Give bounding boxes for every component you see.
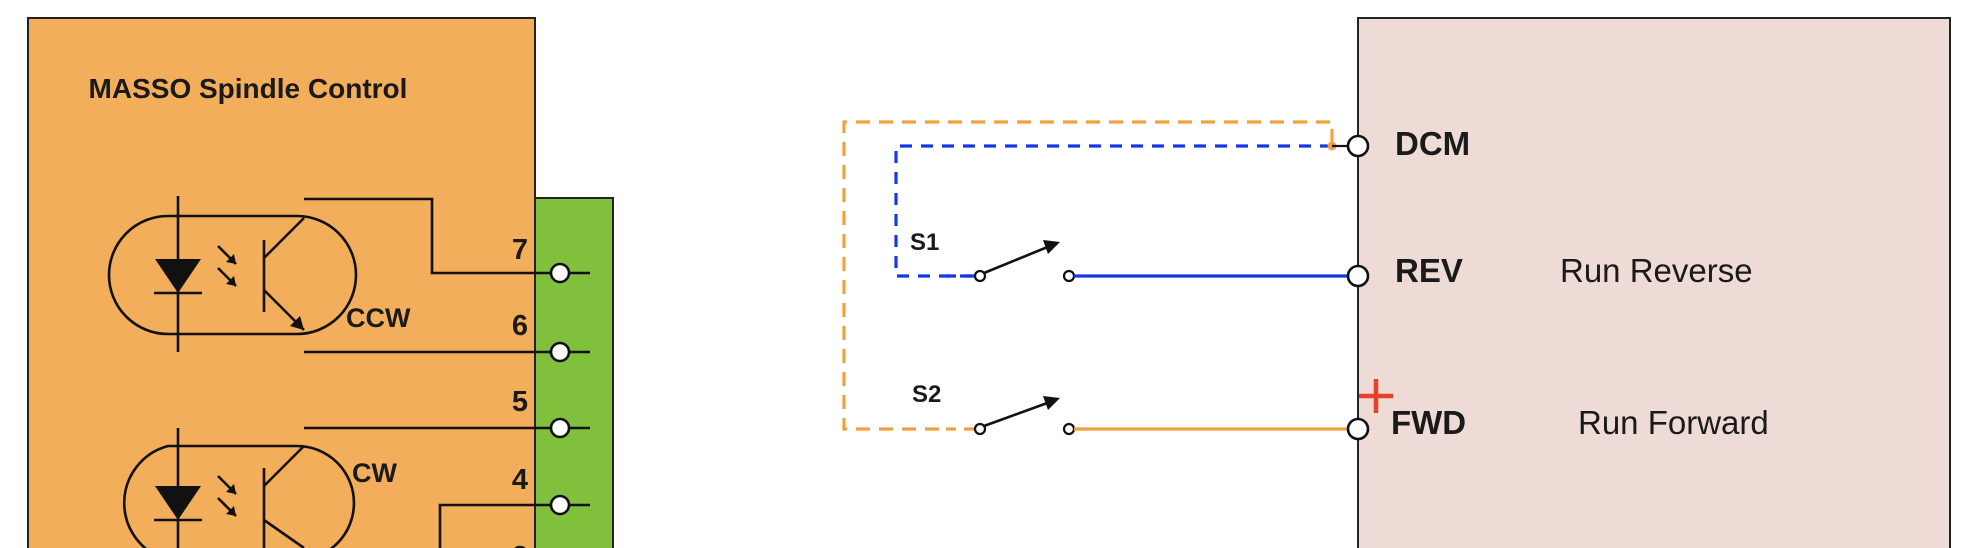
switch-s2 (946, 396, 1076, 436)
pin-7-label: 7 (512, 234, 528, 266)
dcm-label: DCM (1395, 125, 1470, 162)
ccw-label: CCW (346, 303, 411, 333)
rev-label: REV (1395, 252, 1463, 289)
controller-panel: MASSO Spindle Control CCW (27, 17, 614, 548)
pin-4-terminal (549, 494, 571, 516)
terminal-block (534, 197, 614, 548)
run-reverse-label: Run Reverse (1560, 252, 1753, 289)
switch-wiring: S1 S2 (842, 120, 1348, 436)
fwd-terminal (1346, 417, 1370, 441)
pin-5-label: 5 (512, 386, 528, 418)
pin-4-label: 4 (512, 464, 528, 496)
dcm-terminal (1346, 134, 1370, 158)
wire-pin-4 (438, 503, 559, 548)
pin-7-terminal (549, 262, 571, 284)
switch-s1-label: S1 (910, 229, 939, 256)
wire-pin-7 (304, 197, 559, 275)
optocoupler-ccw (107, 196, 358, 352)
led-icon (155, 259, 201, 293)
run-forward-label: Run Forward (1578, 404, 1769, 441)
pin-terminals (549, 262, 590, 516)
controller-title: MASSO Spindle Control (89, 73, 408, 104)
pin-5-terminal (549, 417, 571, 439)
pin-6-terminal (549, 341, 571, 363)
fwd-label: FWD (1391, 404, 1466, 441)
switch-s1 (946, 240, 1076, 283)
crosshair-cursor-icon (1359, 379, 1393, 413)
led-icon (155, 486, 201, 520)
cw-label: CW (352, 458, 397, 488)
drive-box (1357, 17, 1951, 548)
forward-common-wire (842, 120, 1334, 431)
switch-s2-label: S2 (912, 381, 941, 408)
optocoupler-cw (123, 428, 356, 548)
spindle-drive: DCM REV FWD Run Reverse Run Forward (1346, 17, 1951, 548)
rev-terminal (1346, 264, 1370, 288)
reverse-common-wire (894, 144, 1332, 278)
controller-box (27, 17, 536, 548)
pin-3-label: 3 (512, 541, 528, 548)
pin-6-label: 6 (512, 310, 528, 342)
